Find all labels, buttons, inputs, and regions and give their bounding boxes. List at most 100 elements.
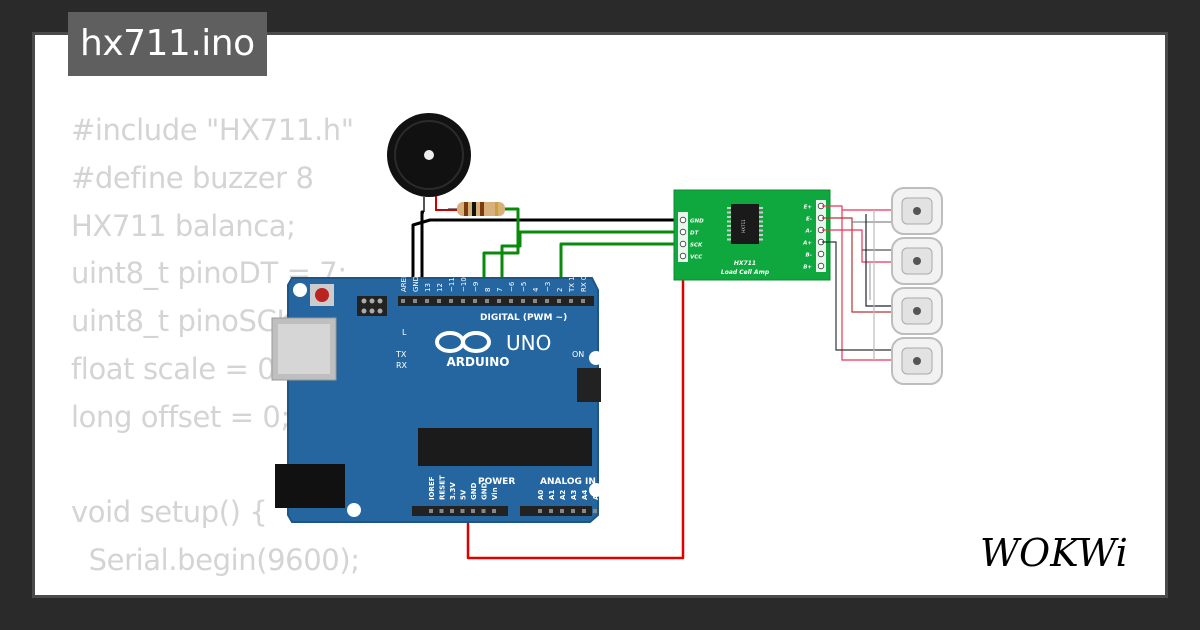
- pin-label-top: 8: [484, 288, 492, 292]
- hx711-subtitle: Load Cell Amp: [721, 269, 770, 276]
- pin-label-top: ~5: [520, 282, 528, 292]
- pin-label-top: ~11: [448, 277, 456, 292]
- wire-dt: [500, 230, 683, 300]
- header-pin: [549, 509, 553, 513]
- header-pin: [485, 299, 489, 303]
- wire-resistor-pin8: [482, 207, 520, 300]
- header-pin: [413, 299, 417, 303]
- hx711-pin-label: GND: [690, 219, 704, 225]
- hx711-pin: [679, 252, 687, 260]
- header-pin: [401, 299, 405, 303]
- arduino-brand: ARDUINO: [447, 355, 510, 369]
- chip-leg: [727, 207, 731, 209]
- chip-leg: [727, 229, 731, 232]
- code-line: balanca.begin(pinoDT, pinoSCK);: [71, 585, 555, 595]
- chip-leg: [759, 207, 763, 209]
- pin-label-top: TX 1: [568, 276, 576, 293]
- arduino-model: UNO: [506, 331, 551, 355]
- led-tx: TX: [395, 350, 407, 359]
- header-pin: [439, 509, 444, 513]
- wokwi-logo-text: WOKWi: [980, 531, 1128, 575]
- chip-leg: [727, 211, 731, 214]
- header-pin: [569, 299, 573, 303]
- chip-leg: [727, 220, 731, 223]
- header-pin: [450, 509, 454, 513]
- pin-label-top: 12: [436, 283, 444, 292]
- pin-label-power: Vin: [491, 487, 499, 500]
- code-line: uint8_t pinoDT = 7;: [71, 256, 347, 291]
- arduino-logo-icon: [435, 331, 491, 353]
- pin-label-top: RX 0: [580, 276, 588, 292]
- chip-leg: [727, 234, 731, 236]
- header-pin: [557, 299, 561, 303]
- pin-label-analog: A1: [548, 490, 556, 500]
- led-on: ON: [572, 350, 584, 359]
- header-pin: [473, 299, 477, 303]
- chip-leg: [759, 234, 763, 236]
- chip-leg: [727, 238, 731, 241]
- header-pin: [521, 299, 525, 303]
- hx711-pin: [817, 262, 825, 270]
- hx711-pin-label: B+: [803, 265, 812, 271]
- hx711-pin: [679, 228, 687, 236]
- load-cell: [891, 337, 943, 385]
- header-pin: [425, 299, 429, 303]
- pin-label-power: RESET: [439, 475, 447, 500]
- chip-leg: [759, 216, 763, 218]
- pin-label-power: GND: [481, 482, 489, 500]
- led-rx: RX: [396, 361, 408, 370]
- header-pin: [471, 509, 475, 513]
- code-panel: #include "HX711.h" #define buzzer 8 HX711 …: [32, 32, 1168, 598]
- header-pin: [509, 299, 513, 303]
- hx711-pin: [679, 240, 687, 248]
- code-line: #define buzzer 8: [71, 160, 314, 195]
- wires: [411, 196, 685, 560]
- hx711-chip-label: HX711: [741, 219, 746, 233]
- code-line: long offset = 0;: [71, 399, 290, 434]
- hx711-pin-label: A+: [802, 241, 812, 247]
- header-pin: [429, 509, 433, 513]
- load-cells[interactable]: [891, 187, 943, 385]
- pin-label-top: GND: [412, 276, 420, 292]
- chip-leg: [759, 211, 763, 214]
- pin-label-analog: A0: [537, 490, 545, 500]
- code-line: Serial.begin(9600);: [71, 543, 360, 578]
- code-line: HX711 balanca;: [71, 208, 296, 243]
- pin-label-top: 4: [532, 287, 540, 292]
- arduino-uno-board[interactable]: DIGITAL (PWM ~) ARDUINO UNO ON L TX RX P…: [271, 274, 603, 523]
- chip-leg: [759, 225, 763, 227]
- load-cell-screw: [913, 307, 921, 315]
- load-cell-screw: [913, 357, 921, 365]
- code-line: #include "HX711.h": [71, 113, 354, 147]
- pin-label-analog: A3: [570, 490, 578, 500]
- file-title: hx711.ino: [68, 12, 267, 76]
- hx711-pin-label: SCK: [690, 243, 703, 249]
- pin-label-analog: A5: [592, 490, 600, 500]
- wire-buzzer-gnd: [420, 210, 424, 300]
- header-pin: [461, 299, 465, 303]
- hx711-pin-label: A-: [804, 229, 812, 235]
- analog-label: ANALOG IN: [540, 477, 596, 487]
- pin-label-analog: A2: [559, 490, 567, 500]
- header-pin: [560, 509, 564, 513]
- led-l: L: [402, 328, 407, 337]
- wokwi-logo: WOKWi: [980, 531, 1128, 575]
- hx711-pin: [679, 216, 687, 224]
- pin-label-top: ~3: [544, 282, 552, 292]
- load-cell: [891, 237, 943, 285]
- pin-label-top: ~10: [460, 277, 468, 292]
- chip-leg: [759, 229, 763, 232]
- load-cell-wires: [822, 205, 900, 361]
- pin-label-top: 7: [496, 288, 504, 292]
- buzzer[interactable]: [387, 113, 471, 197]
- hx711-pin-label: VCC: [690, 255, 702, 261]
- header-pin: [460, 509, 465, 513]
- load-cell-screw: [913, 207, 921, 215]
- load-cell: [891, 287, 943, 335]
- header-pin: [545, 299, 549, 303]
- pin-label-top: AREF: [400, 274, 408, 292]
- pin-label-power: IOREF: [428, 476, 436, 500]
- pin-label-power: 3.3V: [449, 482, 457, 500]
- header-pin: [538, 509, 542, 513]
